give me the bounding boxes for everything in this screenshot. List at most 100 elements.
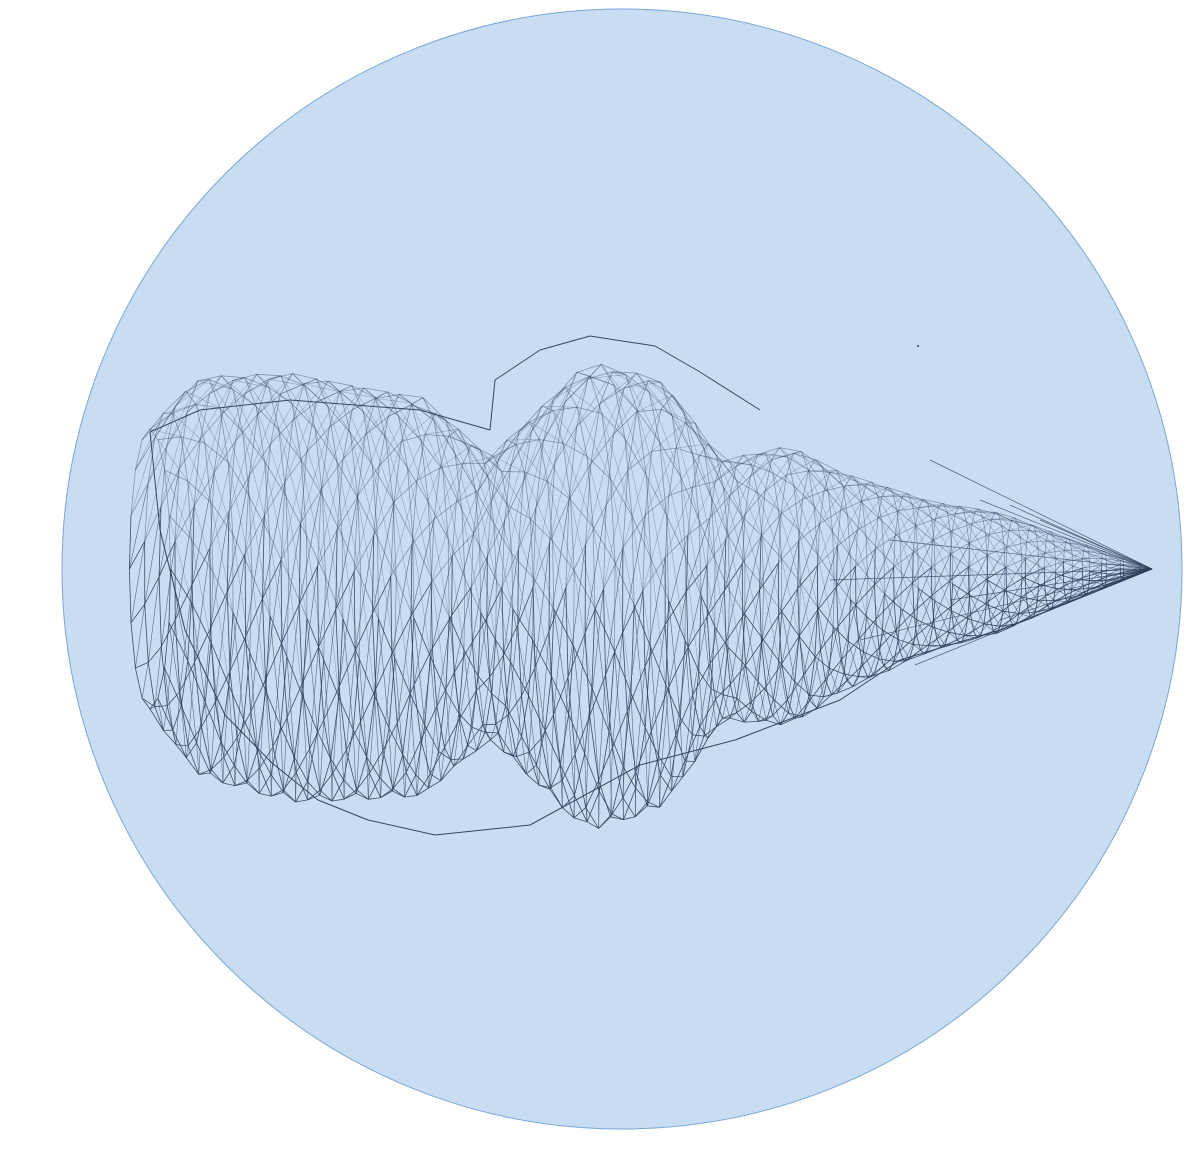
mesh-edge xyxy=(281,522,301,643)
mesh-edge xyxy=(130,469,136,516)
mesh-edge xyxy=(585,807,600,829)
mesh-edge xyxy=(1049,600,1067,611)
mesh-edge xyxy=(1013,607,1028,627)
mesh-edge xyxy=(420,440,429,503)
mesh-edge xyxy=(727,534,746,564)
mesh-edge xyxy=(317,659,325,732)
mesh-edge xyxy=(259,679,266,768)
mesh-edge xyxy=(1082,577,1084,587)
mesh-edge xyxy=(809,656,816,696)
mesh-edge xyxy=(918,505,940,508)
mesh-edge xyxy=(302,695,318,732)
mesh-edge xyxy=(610,478,616,563)
mesh-edge xyxy=(213,393,246,473)
mesh-edge xyxy=(802,471,831,500)
mesh-edge xyxy=(741,514,746,564)
mesh-edge xyxy=(899,635,917,652)
mesh-edge xyxy=(907,493,928,504)
mesh-edge xyxy=(351,385,376,399)
mesh-edge xyxy=(301,647,319,684)
mesh-edge xyxy=(622,797,624,820)
mesh-edge xyxy=(668,600,681,718)
mesh-edge xyxy=(302,696,308,782)
mesh-edge xyxy=(548,587,567,632)
mesh-edge xyxy=(817,523,821,566)
mesh-edge xyxy=(750,454,759,477)
mesh-edge xyxy=(1045,574,1064,597)
mesh-edge xyxy=(993,619,1011,632)
mesh-edge xyxy=(996,625,1014,634)
mesh-edge xyxy=(433,420,463,510)
mesh-edge xyxy=(298,565,318,605)
mesh-edge xyxy=(410,582,432,617)
mesh-edge xyxy=(338,697,344,780)
mesh-edge xyxy=(268,387,280,431)
mesh-edge xyxy=(235,379,269,442)
mesh-edge xyxy=(409,693,417,775)
mesh-edge xyxy=(780,470,809,514)
mesh-edge xyxy=(487,465,512,557)
mesh-edge xyxy=(736,480,743,517)
mesh-edge xyxy=(1033,526,1055,546)
mesh-edge xyxy=(336,461,343,537)
mesh-edge xyxy=(1063,567,1083,575)
mesh-edge xyxy=(985,532,988,556)
mesh-edge xyxy=(228,475,250,512)
mesh-edge xyxy=(787,635,800,700)
mesh-edge xyxy=(516,695,522,757)
mesh-edge xyxy=(611,766,624,815)
mesh-edge xyxy=(635,771,648,806)
mesh-edge xyxy=(648,380,661,383)
mesh-edge xyxy=(256,374,269,388)
mesh-edge xyxy=(877,494,882,521)
mesh-edge xyxy=(459,642,473,719)
mesh-edge xyxy=(915,518,936,527)
mesh-edge xyxy=(699,699,716,727)
mesh-edge xyxy=(758,715,773,722)
mesh-edge xyxy=(665,684,672,777)
mesh-edge xyxy=(493,523,514,609)
mesh-edge xyxy=(878,599,895,648)
mesh-edge xyxy=(1029,596,1046,617)
mesh-edge xyxy=(521,586,534,697)
mesh-edge xyxy=(813,506,818,555)
mesh-edge xyxy=(842,485,867,537)
mesh-edge xyxy=(642,557,666,591)
mesh-edge xyxy=(932,626,946,646)
mesh-edge xyxy=(280,481,286,561)
mesh-edge xyxy=(707,443,717,456)
mesh-edge xyxy=(392,500,397,579)
mesh-edge xyxy=(336,495,359,530)
mesh-edge xyxy=(315,378,329,407)
mesh-edge xyxy=(814,656,830,669)
mesh-edge xyxy=(877,510,899,519)
mesh-edge xyxy=(980,623,985,636)
mesh-edge xyxy=(475,690,483,725)
mesh-edge xyxy=(304,385,316,429)
mesh-edge xyxy=(487,477,495,524)
mesh-edge xyxy=(163,730,177,745)
mesh-edge xyxy=(412,538,431,657)
mesh-edge xyxy=(269,615,281,727)
mesh-edge xyxy=(1123,561,1141,568)
mesh-edge xyxy=(427,502,432,578)
mesh-edge xyxy=(787,699,796,719)
mesh-edge xyxy=(744,563,764,588)
mesh-edge xyxy=(201,726,212,770)
mesh-edge xyxy=(539,439,548,482)
mesh-edge xyxy=(413,582,432,685)
mesh-edge xyxy=(664,495,670,558)
mesh-edge xyxy=(660,394,673,410)
mesh-edge xyxy=(395,577,411,694)
mesh-edge xyxy=(858,676,869,679)
mesh-edge xyxy=(771,447,780,460)
mesh-edge xyxy=(198,772,211,775)
mesh-edge xyxy=(461,509,482,613)
mesh-edge xyxy=(394,657,411,694)
mesh-edge xyxy=(951,555,971,569)
mesh-edge xyxy=(1047,531,1051,534)
mesh-edge xyxy=(353,535,375,572)
mesh-edge xyxy=(475,677,490,691)
mesh-edge xyxy=(1034,600,1038,613)
mesh-edge xyxy=(394,577,397,658)
